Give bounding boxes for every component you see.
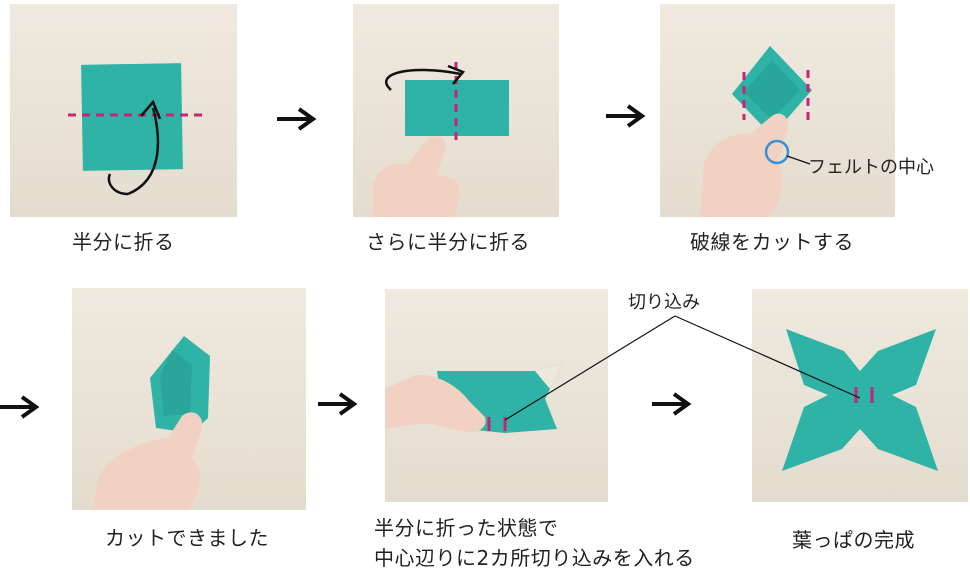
step5-caption-line1: 半分に折った状態で [374,516,559,540]
step5-photo [385,289,608,502]
felt-center-label: フェルトの中心 [808,157,934,178]
step5-caption-line2: 中心辺りに2カ所切り込みを入れる [374,546,695,570]
arrow-right-icon [277,107,317,131]
step4-photo [72,288,306,510]
step1-caption: 半分に折る [72,230,175,254]
arrow-right-icon [652,392,692,416]
arrow-right-icon [0,395,40,419]
step2-caption: さらに半分に折る [366,230,530,254]
arrow-right-icon [318,392,358,416]
step4-caption: カットできました [105,526,269,550]
arrow-right-icon [606,104,646,128]
step1-photo [10,4,237,217]
step6-photo [752,289,968,502]
step2-photo [353,4,559,217]
cut-label: 切り込み [628,292,700,313]
step6-caption: 葉っぱの完成 [792,528,915,552]
step3-caption: 破線をカットする [690,230,854,254]
step3-photo [660,4,895,217]
